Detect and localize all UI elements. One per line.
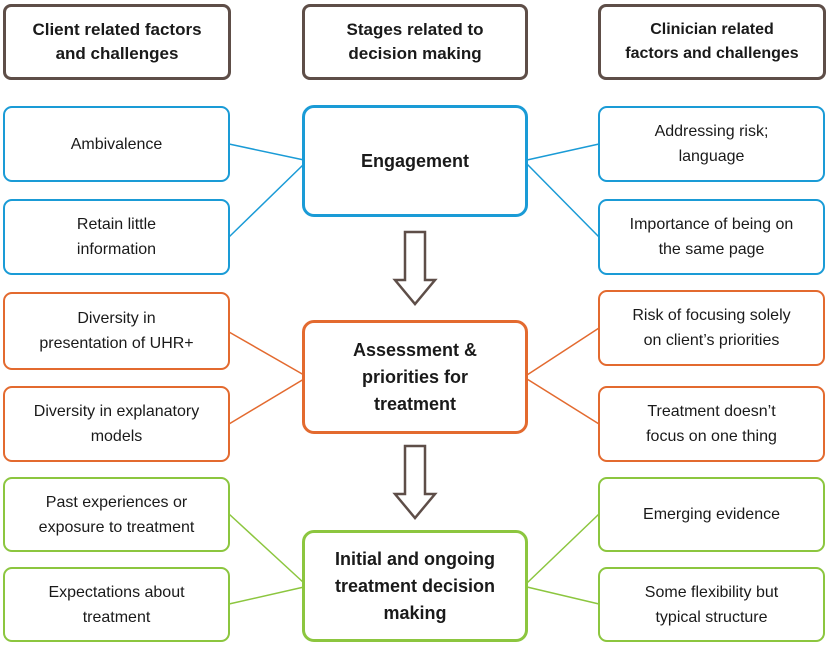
clinician-factors-header: Clinician related factors and challenges	[598, 4, 826, 80]
client-factor-explanatory-models: Diversity in explanatory models	[3, 386, 230, 462]
connector-line	[526, 378, 600, 425]
connector-line	[526, 586, 600, 605]
clinician-factor-flexibility: Some flexibility but typical structure	[598, 567, 825, 642]
stage-assessment: Assessment & priorities for treatment	[302, 320, 528, 434]
down-arrow-icon	[392, 230, 438, 306]
client-factor-ambivalence: Ambivalence	[3, 106, 230, 182]
clinician-factor-same-page: Importance of being on the same page	[598, 199, 825, 275]
connector-line	[228, 586, 305, 605]
clinician-factor-addressing-risk: Addressing risk; language	[598, 106, 825, 182]
connector-line	[526, 143, 600, 161]
client-factors-header: Client related factors and challenges	[3, 4, 231, 80]
connector-line	[526, 327, 600, 376]
clinician-factor-client-priorities-risk: Risk of focusing solely on client’s prio…	[598, 290, 825, 366]
client-factor-expectations: Expectations about treatment	[3, 567, 230, 642]
stage-engagement: Engagement	[302, 105, 528, 217]
stage-decision-making: Initial and ongoing treatment decision m…	[302, 530, 528, 642]
connector-line	[228, 143, 305, 161]
connector-line	[228, 513, 305, 584]
client-factor-retain-information: Retain little information	[3, 199, 230, 275]
down-arrow-icon	[392, 444, 438, 520]
stages-header: Stages related to decision making	[302, 4, 528, 80]
connector-line	[526, 513, 600, 584]
client-factor-past-experiences: Past experiences or exposure to treatmen…	[3, 477, 230, 552]
connector-line	[228, 378, 305, 425]
client-factor-presentation-diversity: Diversity in presentation of UHR+	[3, 292, 230, 370]
clinician-factor-treatment-focus: Treatment doesn’t focus on one thing	[598, 386, 825, 462]
clinician-factor-emerging-evidence: Emerging evidence	[598, 477, 825, 552]
connector-line	[526, 163, 600, 238]
connector-line	[228, 331, 305, 376]
connector-line	[228, 163, 305, 238]
